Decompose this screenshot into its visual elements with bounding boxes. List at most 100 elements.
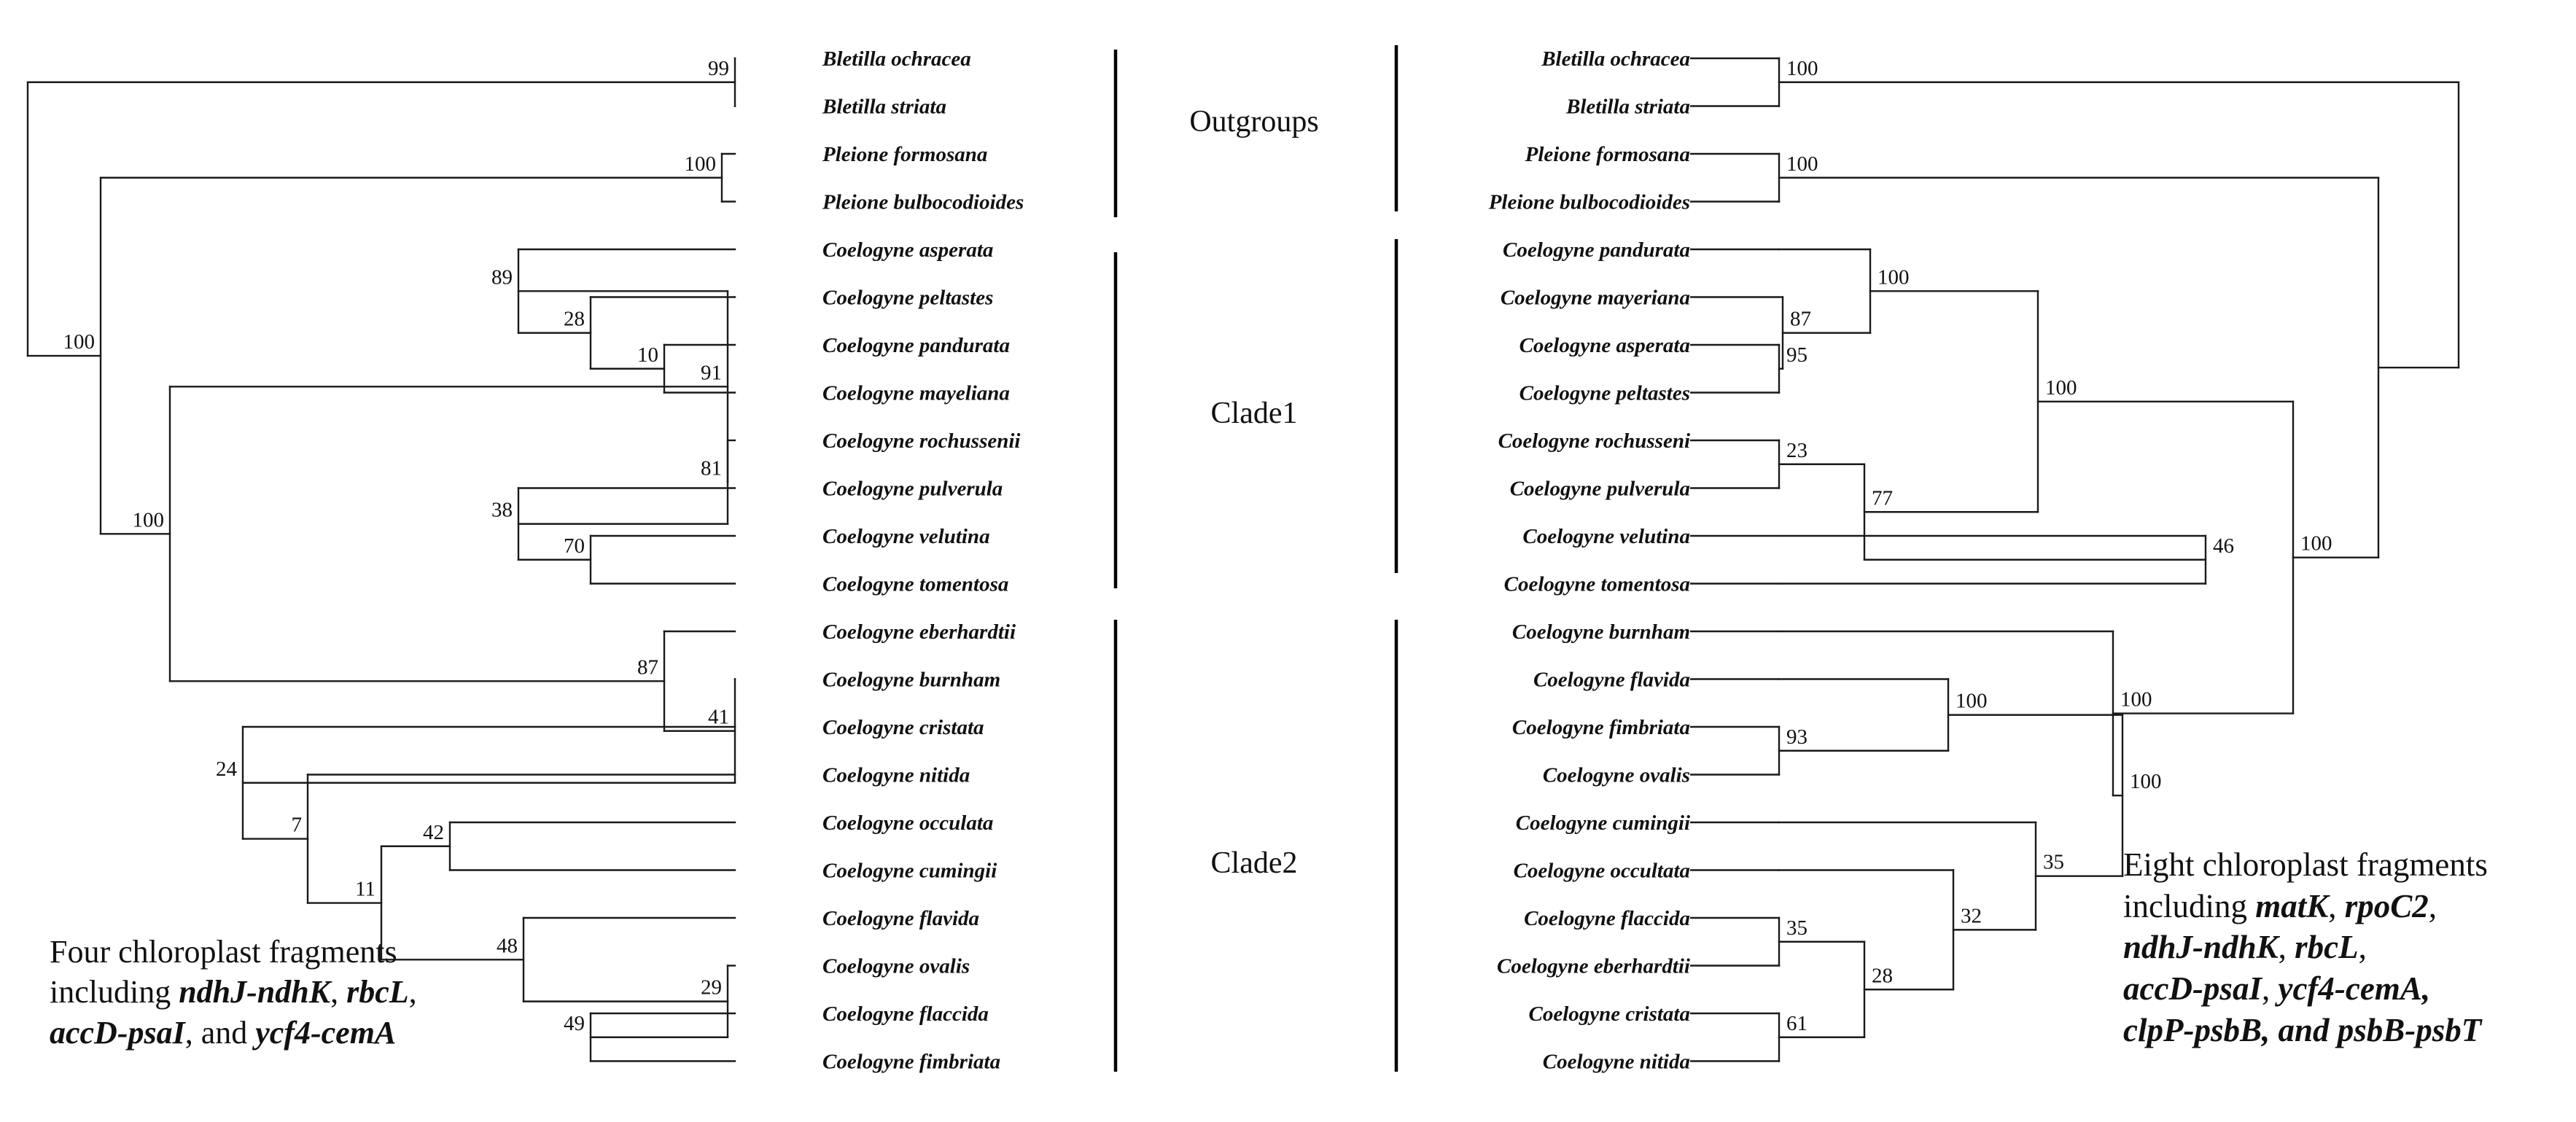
taxon-label: Pleione bulbocodioides <box>822 191 1024 214</box>
support-value: 100 <box>1877 265 1910 289</box>
taxon-label: Pleione formosana <box>822 143 987 166</box>
support-value: 89 <box>491 265 513 289</box>
caption-left-text: including <box>50 974 179 1010</box>
caption-left-text: , <box>408 974 417 1010</box>
caption-right-gene: ndhJ-ndhK <box>2123 929 2279 966</box>
caption-right-gene: rbcL <box>2295 929 2359 966</box>
taxon-label: Coelogyne peltastes <box>822 287 993 310</box>
support-value: 42 <box>423 821 444 844</box>
caption-right-text: , <box>2428 887 2437 924</box>
caption-left-text: , <box>330 974 347 1010</box>
taxon-label: Pleione formosana <box>1525 143 1690 166</box>
taxon-label: Coelogyne cristata <box>822 716 984 739</box>
right-phylogenetic-tree: 1001009587100234677100931003561283235100… <box>1488 47 2460 1074</box>
support-value: 93 <box>1786 725 1808 749</box>
caption-right-text: , <box>2261 970 2279 1008</box>
taxon-label: Coelogyne eberhardtii <box>1497 955 1690 978</box>
taxon-label: Coelogyne velutina <box>822 525 990 548</box>
support-value: 100 <box>2120 688 2152 712</box>
support-value: 61 <box>1786 1012 1808 1035</box>
caption-left-gene: ycf4-cemA <box>255 1014 397 1051</box>
caption-right-gene: ycf4-cemA, <box>2278 970 2431 1008</box>
support-value: 100 <box>133 508 165 531</box>
caption-right-gene: accD-psaI <box>2123 970 2262 1008</box>
support-value: 81 <box>701 456 722 480</box>
caption-right-line-1: Eight chloroplast fragments <box>2123 846 2488 883</box>
caption-right-gene: rpoC2 <box>2344 887 2429 924</box>
taxon-label: Coelogyne occultata <box>1514 860 1690 883</box>
caption-right-line-5: clpP-psbB, and psbB-psbT <box>2123 1011 2482 1048</box>
taxon-label: Coelogyne tomentosa <box>1504 573 1690 596</box>
taxon-label: Coelogyne velutina <box>1522 525 1690 548</box>
taxon-label: Coelogyne fimbriata <box>822 1051 1000 1074</box>
caption-right-text: , <box>2278 929 2295 966</box>
taxon-label: Bletilla striata <box>1565 96 1690 119</box>
caption-right-gene: matK <box>2255 887 2329 924</box>
support-value: 70 <box>564 534 585 558</box>
support-value: 77 <box>1872 486 1893 510</box>
support-value: 41 <box>708 706 729 729</box>
group-label-clade2: Clade2 <box>1211 846 1298 880</box>
taxon-label: Coelogyne rochussenii <box>822 429 1021 453</box>
taxon-label: Coelogyne flaccida <box>1524 907 1690 930</box>
support-value: 48 <box>497 934 518 957</box>
taxon-label: Coelogyne tomentosa <box>822 573 1008 596</box>
caption-left-line-1: Four chloroplast fragments <box>50 934 397 970</box>
caption-left-line-2: including ndhJ-ndhK, rbcL, <box>50 972 417 1012</box>
support-value: 100 <box>1786 57 1818 80</box>
support-value: 87 <box>1790 308 1811 331</box>
caption-left-gene: rbcL <box>346 974 409 1010</box>
caption-left-gene: accD-psaI <box>50 1014 185 1051</box>
taxon-label: Coelogyne peltastes <box>1519 382 1690 405</box>
taxon-label: Bletilla striata <box>822 96 946 119</box>
caption-left-text: , and <box>184 1014 256 1051</box>
support-value: 100 <box>1956 690 1988 713</box>
support-value: 49 <box>564 1012 585 1035</box>
taxon-label: Coelogyne burnham <box>822 669 1000 692</box>
support-value: 35 <box>1786 916 1808 940</box>
taxon-label: Coelogyne pandurata <box>822 334 1010 357</box>
caption-left: Four chloroplast fragments including ndh… <box>50 932 417 1053</box>
taxon-label: Coelogyne asperata <box>1519 334 1690 357</box>
caption-right-text: , <box>2328 887 2345 924</box>
taxon-label: Coelogyne nitida <box>1543 1051 1690 1074</box>
taxon-label: Coelogyne flaccida <box>822 1002 989 1026</box>
support-value: 99 <box>708 57 729 80</box>
taxon-label: Bletilla ochracea <box>822 47 971 71</box>
support-value: 46 <box>2213 534 2234 558</box>
taxon-label: Coelogyne pulverula <box>822 478 1003 501</box>
taxon-label: Coelogyne asperata <box>822 238 993 262</box>
caption-left-line-3: accD-psaI, and ycf4-cemA <box>50 1013 417 1053</box>
support-value: 38 <box>491 499 513 522</box>
taxon-label: Pleione bulbocodioides <box>1488 191 1690 214</box>
support-value: 23 <box>1786 439 1808 462</box>
taxon-label: Coelogyne ovalis <box>822 955 970 978</box>
taxon-label: Coelogyne cumingii <box>1516 811 1690 835</box>
taxon-label: Coelogyne flavida <box>1533 669 1690 692</box>
group-label-outgroups: Outgroups <box>1189 105 1318 139</box>
caption-right-line-3: ndhJ-ndhK, rbcL, <box>2123 927 2488 968</box>
caption-right-line-2: including matK, rpoC2, <box>2123 886 2488 927</box>
support-value: 91 <box>701 361 722 384</box>
support-value: 35 <box>2043 851 2064 874</box>
support-value: 7 <box>292 814 303 837</box>
support-value: 24 <box>216 757 238 781</box>
caption-right-text: , <box>2358 929 2367 966</box>
taxon-label: Coelogyne eberhardtii <box>822 620 1016 644</box>
taxon-label: Coelogyne flavida <box>822 907 979 930</box>
caption-right: Eight chloroplast fragments including ma… <box>2123 844 2488 1051</box>
support-value: 100 <box>2300 532 2332 556</box>
support-value: 100 <box>2130 770 2162 793</box>
taxon-label: Coelogyne cumingii <box>822 860 997 883</box>
support-value: 100 <box>2045 376 2077 400</box>
taxon-label: Coelogyne nitida <box>822 764 970 787</box>
support-value: 100 <box>63 330 96 354</box>
taxon-label: Coelogyne burnham <box>1512 620 1690 644</box>
support-value: 10 <box>637 343 658 367</box>
taxon-label: Coelogyne mayeliana <box>822 382 1010 405</box>
support-value: 100 <box>1786 152 1818 176</box>
taxon-label: Coelogyne fimbriata <box>1512 716 1690 739</box>
support-value: 32 <box>1961 904 1982 927</box>
support-value: 87 <box>637 655 658 679</box>
